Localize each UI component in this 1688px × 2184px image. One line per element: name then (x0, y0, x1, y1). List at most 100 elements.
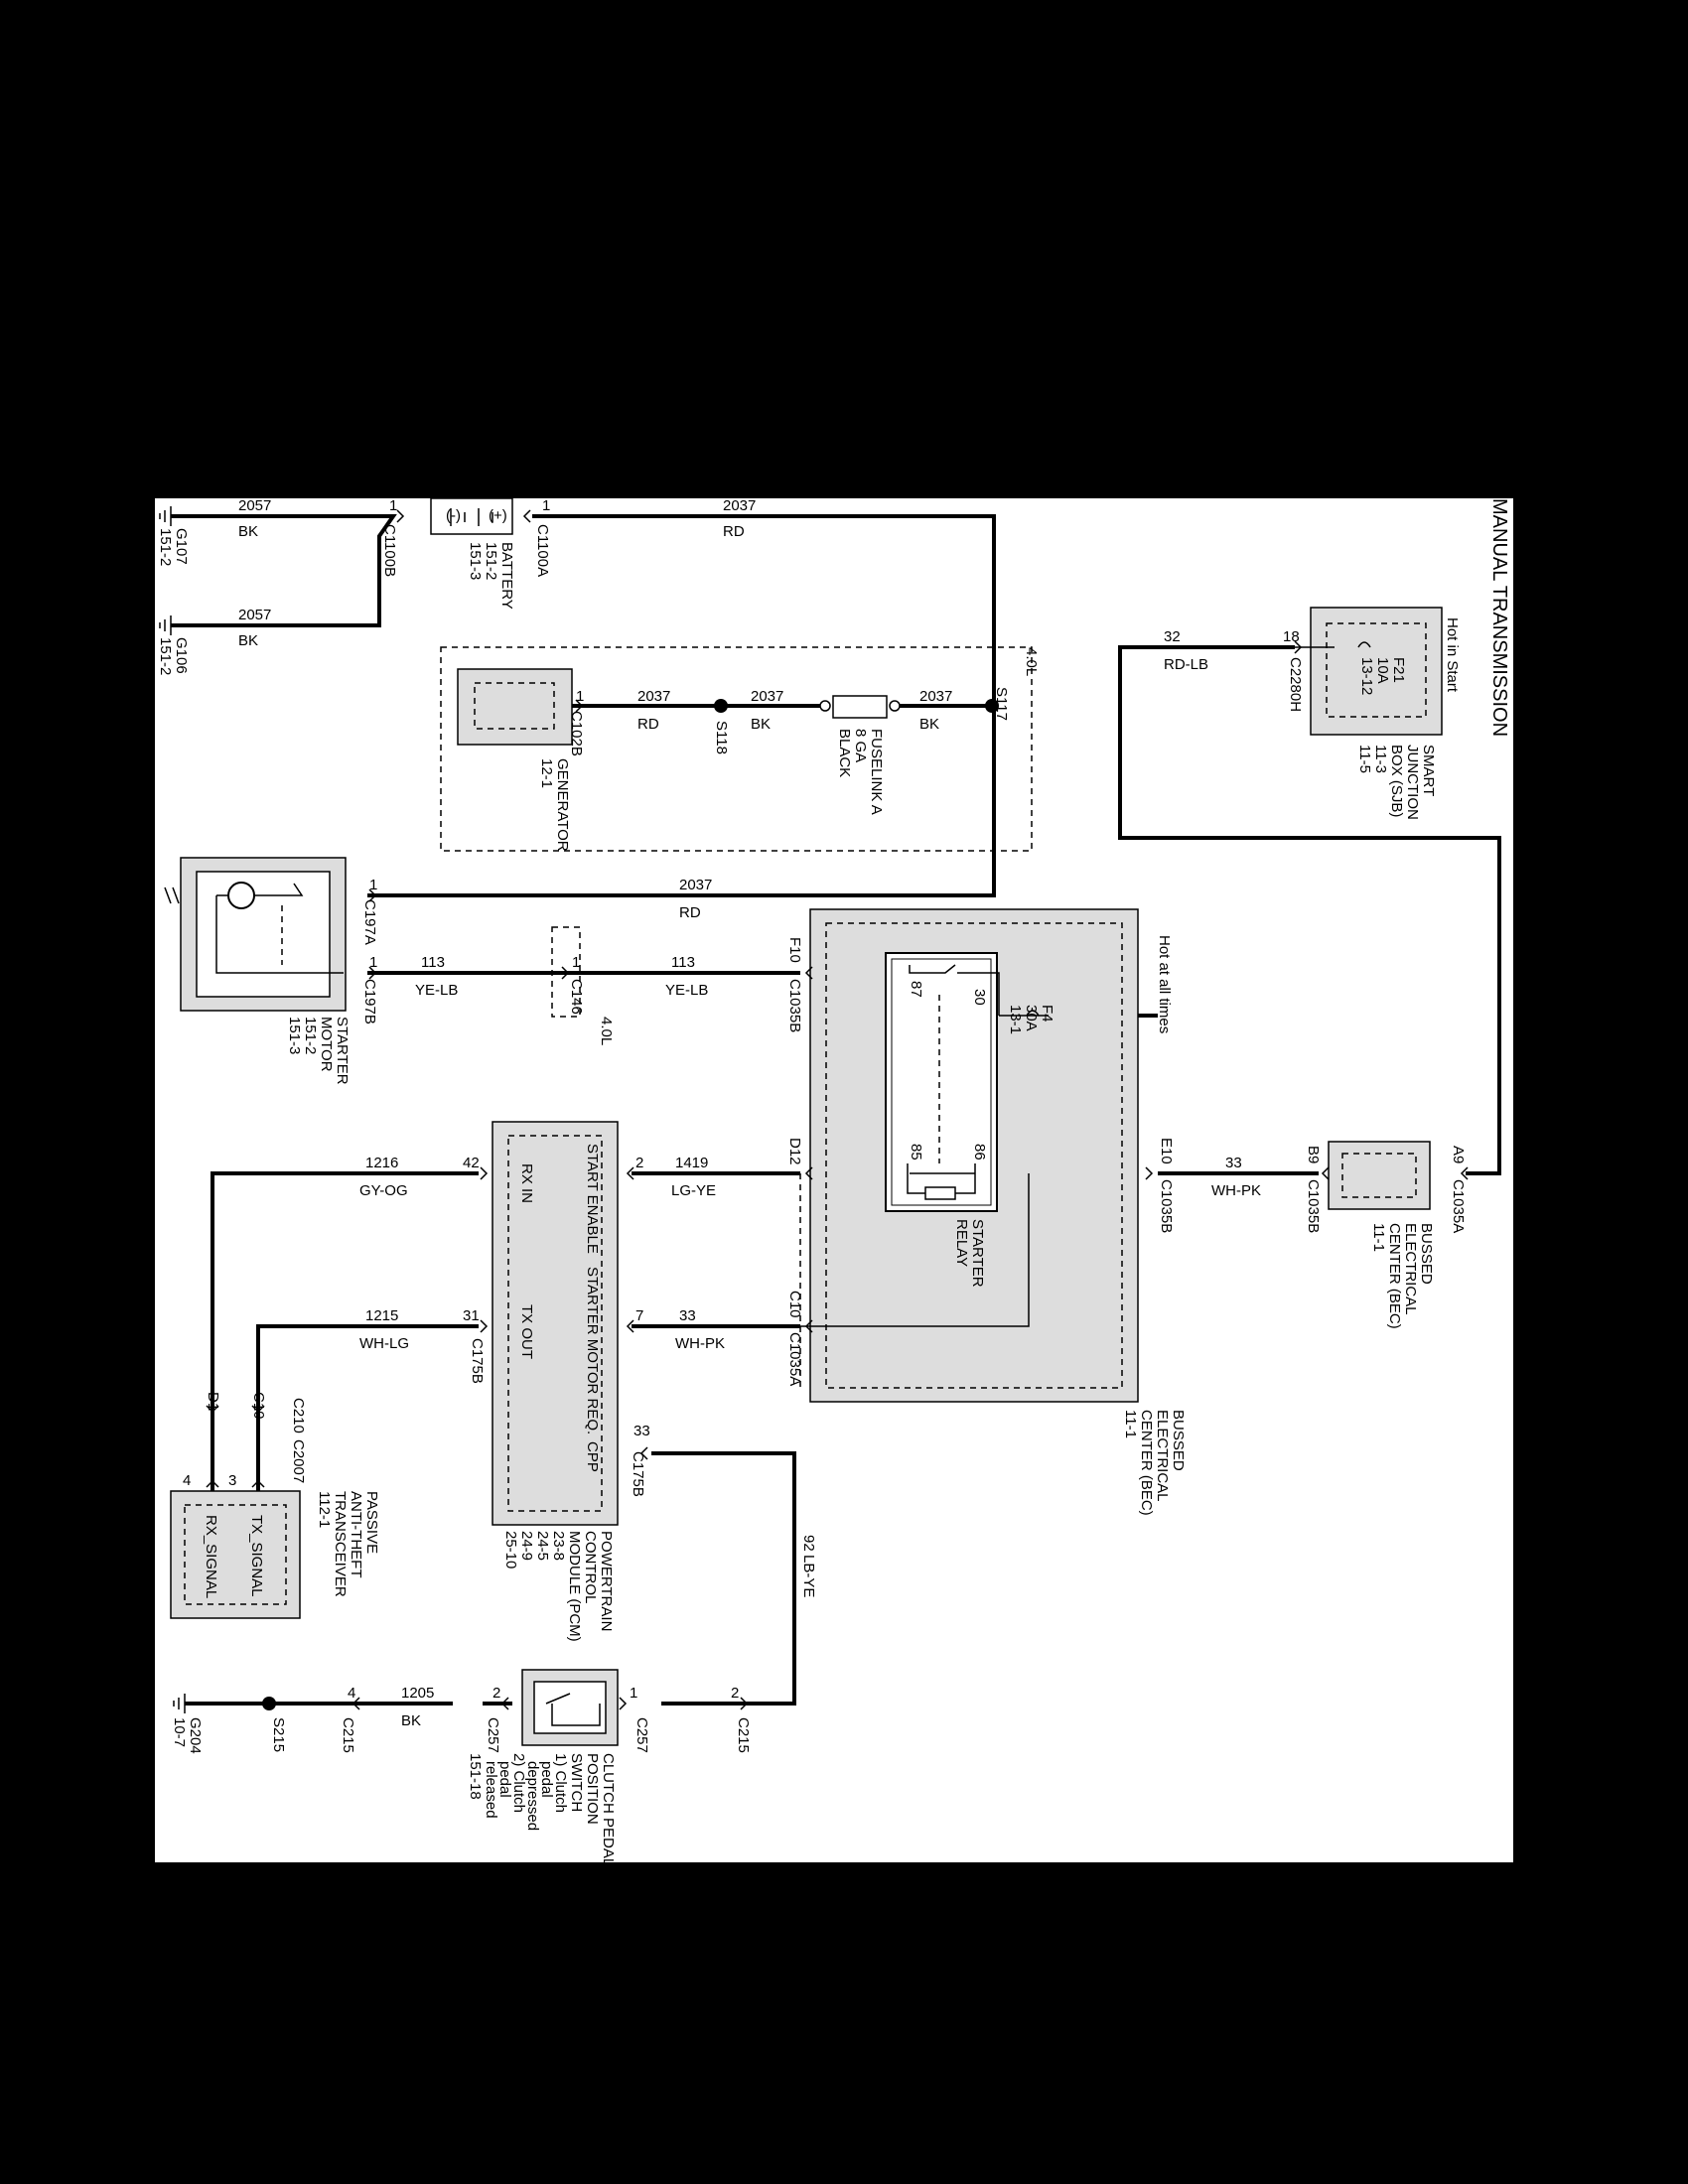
c197b-label: C197B (361, 979, 378, 1024)
connector-chevron-icon (804, 1319, 813, 1333)
f4-label: F4 (1039, 1005, 1055, 1023)
clutch-note3: depressed (524, 1761, 541, 1831)
relay-pin-30: 30 (971, 989, 988, 1006)
bec-inner (825, 922, 1123, 1389)
fuselink-in-circuit: 2037 (751, 688, 783, 705)
c215-pin4: 4 (348, 1685, 355, 1702)
generator-ref: 12-1 (538, 758, 555, 788)
ground-icon (173, 1694, 186, 1713)
c146-engine: 4.0L (598, 1017, 615, 1045)
bec-hot: Hot at all times (1156, 935, 1173, 1033)
b9-label: B9 (1305, 1146, 1322, 1163)
sjb-color: RD-LB (1164, 656, 1208, 673)
c102b-pin: 1 (576, 688, 584, 705)
relay-pin-85: 85 (908, 1144, 924, 1160)
sjb-hot: Hot in Start (1444, 617, 1461, 693)
generator (457, 668, 573, 746)
wh-pk-color: WH-PK (1211, 1182, 1261, 1199)
engine-label: 4.0L (1023, 647, 1040, 676)
starter-ref1: 151-2 (302, 1017, 319, 1054)
c1035b-label: C1035B (786, 979, 803, 1032)
c175b-label-cpp: C175B (630, 1451, 646, 1497)
connector-chevron-icon (368, 888, 377, 902)
connector-chevron-icon (804, 966, 813, 980)
clutch-name1: CLUTCH PEDAL (600, 1753, 617, 1862)
connector-arrows (206, 509, 1469, 1710)
c257-pin2: 2 (492, 1685, 500, 1702)
connector-chevron-icon (1294, 640, 1303, 654)
c102b-label: C102B (568, 711, 585, 756)
cpp-color-vertical: LB-YE (800, 1555, 817, 1597)
c1100b-label: C1100B (381, 524, 398, 577)
wh-pk-circuit: 33 (1225, 1155, 1242, 1171)
c1035a-a9-label: C1035A (1450, 1179, 1467, 1233)
clutch-note6: released (483, 1761, 499, 1819)
relay-pin-87: 87 (908, 981, 924, 998)
connector-chevron-icon (626, 1166, 634, 1180)
relay-switch-icon (909, 964, 1000, 1016)
starter-relay-label-2: RELAY (953, 1219, 970, 1267)
g107-ref1: 151-2 (157, 528, 174, 566)
pcm (492, 1121, 619, 1526)
g106-ref2: 151-3 (155, 637, 158, 675)
g204-label: G204 (187, 1717, 204, 1754)
ground-g204 (173, 1694, 186, 1713)
starter-color: RD (679, 904, 701, 921)
c146-box (551, 926, 581, 1018)
c197a-pin: 1 (369, 877, 377, 893)
sjb-ref1: 11-3 (1372, 745, 1389, 773)
sjb-ref2: 11-5 (1356, 745, 1373, 773)
f4-ref: 13-1 (1007, 1005, 1024, 1034)
pcm-rx-circuit: 1216 (365, 1155, 398, 1171)
c113-color-right: YE-LB (665, 982, 708, 999)
vertical-labels: MANUAL TRANSMISSION G107 151-2 151-3 G10… (155, 498, 1510, 1862)
pcm-name2: CONTROL (582, 1531, 599, 1603)
starter-circuit: 2037 (679, 877, 712, 893)
fuselink-out-circuit: 2037 (919, 688, 952, 705)
starter-name1: STARTER (334, 1017, 351, 1085)
starting-system-schematic: 2057 BK 2057 BK 2037 RD 2037 RD 2037 BK … (155, 498, 1510, 1862)
splice-s117 (985, 699, 999, 713)
c175b-label-tx: C175B (469, 1338, 486, 1384)
connector-chevron-icon (804, 1166, 813, 1180)
c113-circuit-right: 113 (671, 954, 695, 971)
wire-92 (651, 1451, 796, 1706)
c146-pin: 1 (572, 954, 580, 971)
pcm-signal-smr: STARTER MOTOR REQ. (584, 1267, 601, 1434)
engine-4-0l-box (440, 646, 1033, 852)
pcm-smr-circuit: 33 (679, 1307, 696, 1324)
pats-name1: PASSIVE (363, 1491, 380, 1554)
generator-box (457, 668, 573, 746)
g107-circuit: 2057 (238, 498, 271, 514)
clutch-note5: pedal (496, 1761, 513, 1798)
battery-ref2: 151-3 (467, 542, 484, 580)
pats-ref: 112-1 (316, 1491, 333, 1528)
connector-chevron-icon (251, 1479, 265, 1488)
sjb-circuit: 32 (1164, 628, 1181, 645)
connector-chevron-icon (206, 1479, 219, 1488)
pcm-ref1: 23-8 (550, 1531, 567, 1561)
main-circuit: 2037 (723, 498, 756, 514)
g107-id: G107 (173, 528, 190, 565)
battery-minus: (-) (446, 507, 461, 524)
sjb-box (1310, 607, 1443, 736)
pcm-rx-pin: 42 (463, 1155, 480, 1171)
wire-1216 (211, 1171, 479, 1491)
clutch-name2: POSITION (584, 1753, 601, 1825)
g106-color: BK (238, 632, 258, 649)
c215-left-label: C215 (340, 1717, 356, 1753)
starter-inner (196, 871, 331, 998)
s215-label: S215 (270, 1717, 287, 1752)
sjb-inner (1326, 622, 1427, 718)
pcm-rx-color: GY-OG (359, 1182, 408, 1199)
connector-chevron-icon (480, 1319, 489, 1333)
pats-box (170, 1490, 301, 1619)
s117-label: S117 (993, 687, 1010, 721)
gen-color: RD (637, 716, 659, 733)
ground-icon (159, 615, 172, 635)
connector-chevron-icon (626, 1319, 634, 1333)
d12-label: D12 (786, 1138, 803, 1165)
fuselink-body (832, 695, 888, 719)
battery-body (430, 498, 513, 535)
c2280h-label: C2280H (1287, 657, 1304, 712)
